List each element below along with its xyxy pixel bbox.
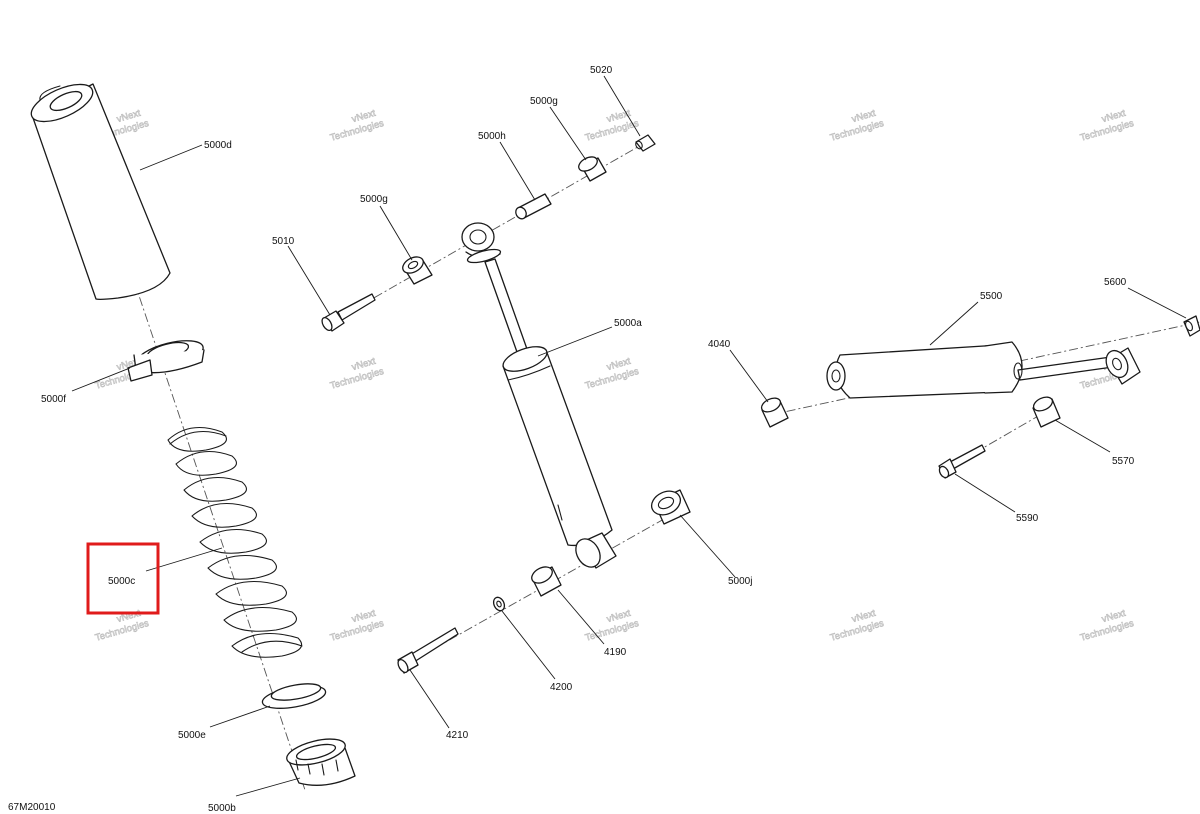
callout-5000g-upper: 5000g <box>530 96 558 107</box>
highlight-box-5000c[interactable] <box>86 542 160 615</box>
part-5600-nut <box>1183 315 1200 337</box>
part-5000g-lower-bushing <box>402 256 433 285</box>
callout-labels: 5000d 5000f 5000c 5000e 5000b 5010 5000g… <box>41 65 1135 814</box>
callout-5010: 5010 <box>272 236 295 247</box>
part-5500-shock <box>826 341 1141 399</box>
callout-4200: 4200 <box>550 682 573 693</box>
callout-5000j: 5000j <box>728 576 752 587</box>
callout-5000f: 5000f <box>41 394 66 405</box>
part-5000c-coil-spring <box>167 426 303 658</box>
part-4190-spacer <box>531 566 562 597</box>
part-5000e-washer <box>261 683 327 709</box>
part-5000f-spring-seat <box>127 340 205 382</box>
assembly-axes <box>79 119 1200 791</box>
part-5000h-spacer <box>515 193 552 220</box>
part-4200-washer <box>492 596 506 612</box>
drawing-number: 67M20010 <box>8 802 56 813</box>
part-4210-bolt <box>397 627 459 674</box>
callout-5000c: 5000c <box>108 576 135 587</box>
callout-4210: 4210 <box>446 730 469 741</box>
callout-5500: 5500 <box>980 291 1003 302</box>
callout-5590: 5590 <box>1016 513 1039 524</box>
part-5000b-adjuster-nut <box>286 738 356 786</box>
callout-5570: 5570 <box>1112 456 1135 467</box>
callout-5000e: 5000e <box>178 730 206 741</box>
part-5000g-upper-bushing <box>578 156 607 182</box>
callout-5020: 5020 <box>590 65 613 76</box>
callout-5000g-lower: 5000g <box>360 194 388 205</box>
callout-5000h: 5000h <box>478 131 506 142</box>
part-5590-bolt <box>938 444 986 479</box>
callout-4040: 4040 <box>708 339 731 350</box>
part-5010-bolt <box>321 293 376 332</box>
leader-lines <box>71 75 1187 797</box>
part-5000j-bushing <box>650 489 691 525</box>
callout-5000a: 5000a <box>614 318 642 329</box>
part-5570-spacer <box>1032 396 1061 428</box>
part-4040-bushing <box>760 397 789 428</box>
callout-5600: 5600 <box>1104 277 1127 288</box>
callout-4190: 4190 <box>604 647 627 658</box>
part-5020-nut <box>635 134 656 152</box>
part-5000a-shock-absorber <box>461 222 617 569</box>
callout-5000d: 5000d <box>204 140 232 151</box>
part-5000d-cover <box>30 83 171 300</box>
callout-5000b: 5000b <box>208 803 236 814</box>
